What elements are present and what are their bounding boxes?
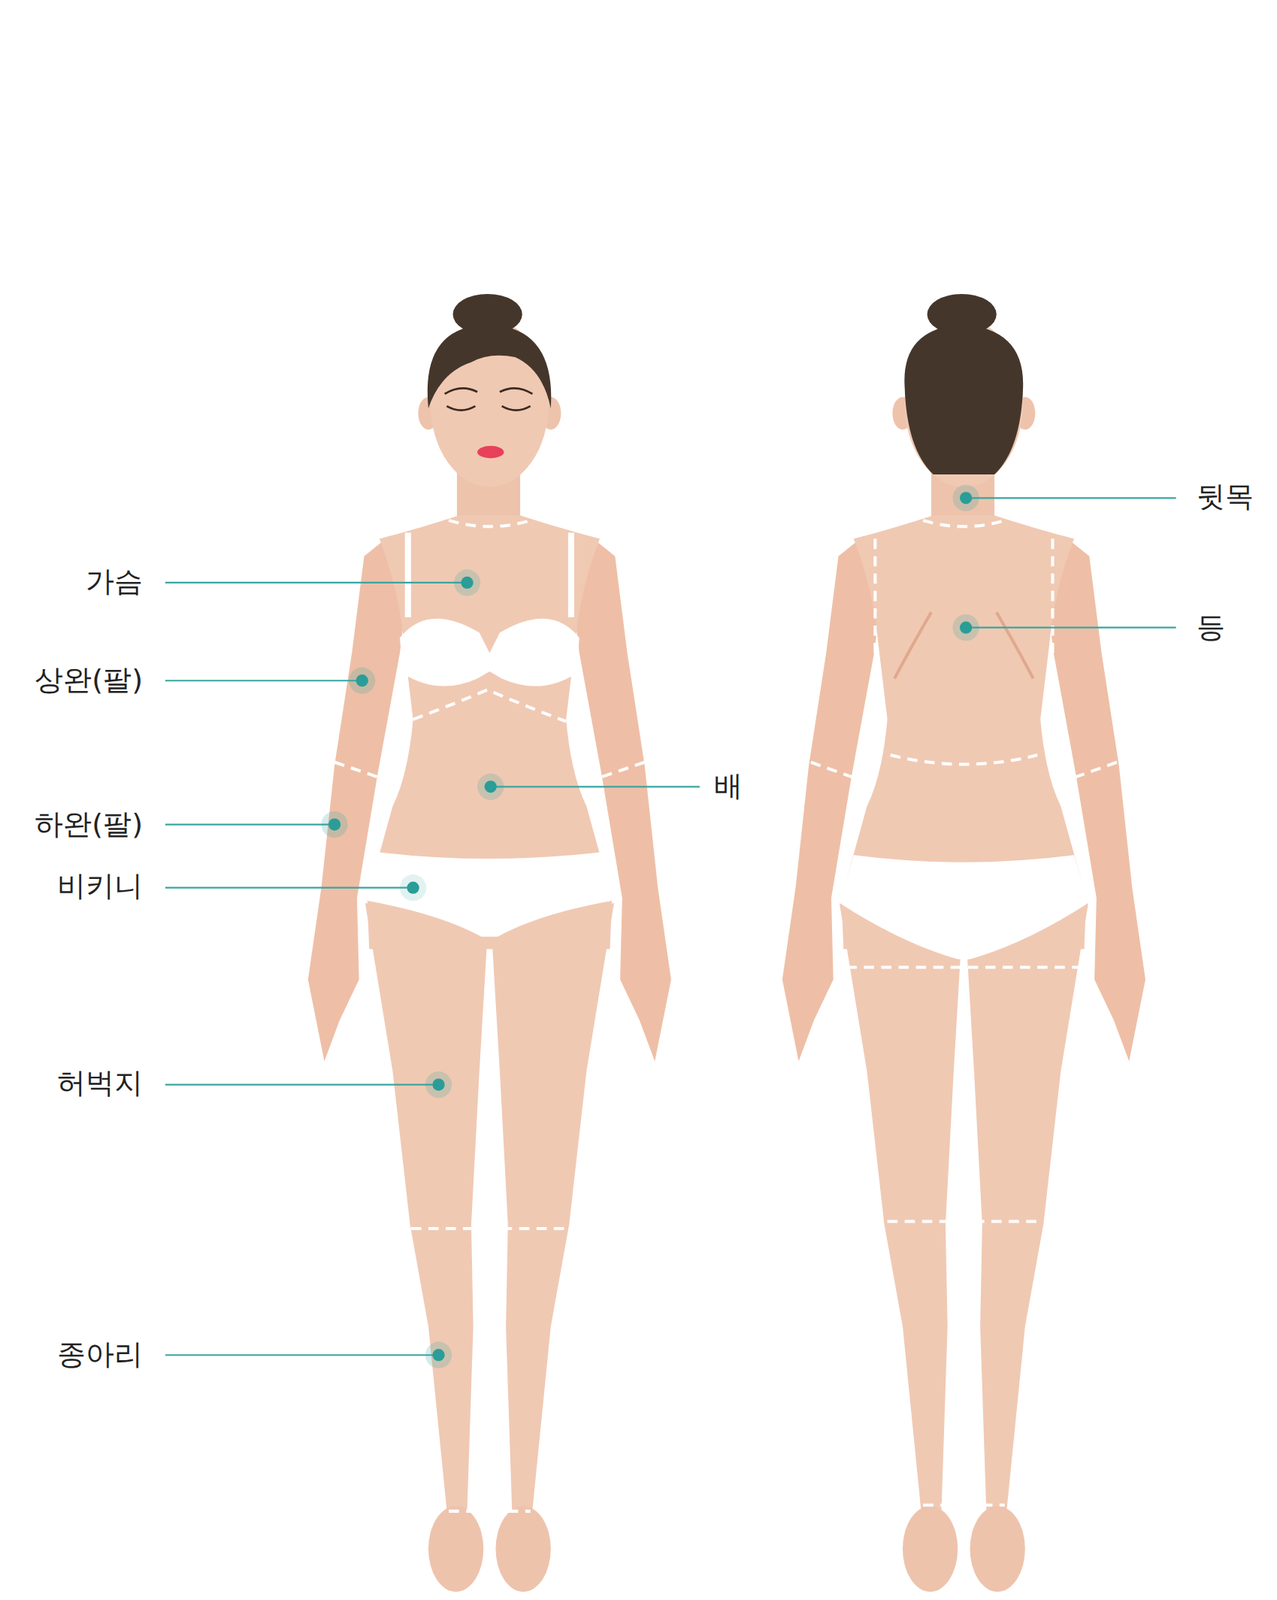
- part-label: 하완(팔): [34, 808, 143, 841]
- part-label: 등: [1196, 611, 1226, 644]
- marker-dots: [320, 484, 979, 1368]
- part-label: 종아리: [57, 1338, 143, 1371]
- part-label: 뒷목: [1196, 481, 1254, 513]
- back-figure: [782, 293, 1146, 1592]
- front-figure: [308, 293, 672, 1592]
- part-label: 상완(팔): [34, 664, 143, 696]
- leader-lines: [165, 497, 1177, 1355]
- part-label: 허벅지: [57, 1067, 143, 1099]
- part-label: 배: [714, 770, 743, 802]
- part-label: 비키니: [57, 870, 143, 902]
- part-label: 가슴: [85, 565, 143, 598]
